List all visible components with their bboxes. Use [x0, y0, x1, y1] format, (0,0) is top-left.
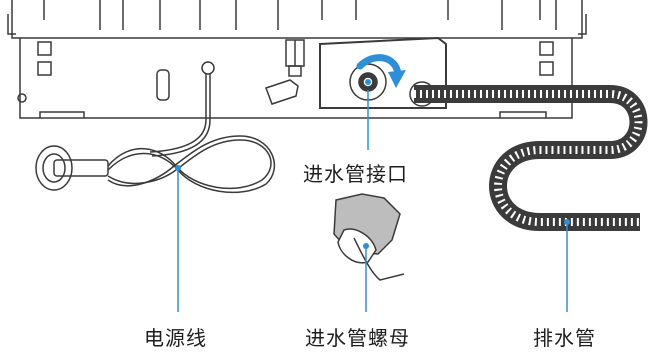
rotation-arrow-icon: [356, 54, 406, 88]
appliance-rear-panel: [7, 0, 587, 119]
label-power-cord: 电源线: [144, 326, 207, 350]
label-inlet-nut: 进水管螺母: [305, 326, 410, 350]
label-inlet-port: 进水管接口: [303, 162, 408, 186]
inlet-nut: [333, 193, 405, 281]
callout-dots: [175, 79, 570, 249]
callout-lines: [177, 90, 568, 312]
power-cord: [35, 61, 276, 194]
drain-hose: [414, 85, 648, 231]
label-drain-hose: 排水管: [533, 326, 596, 350]
